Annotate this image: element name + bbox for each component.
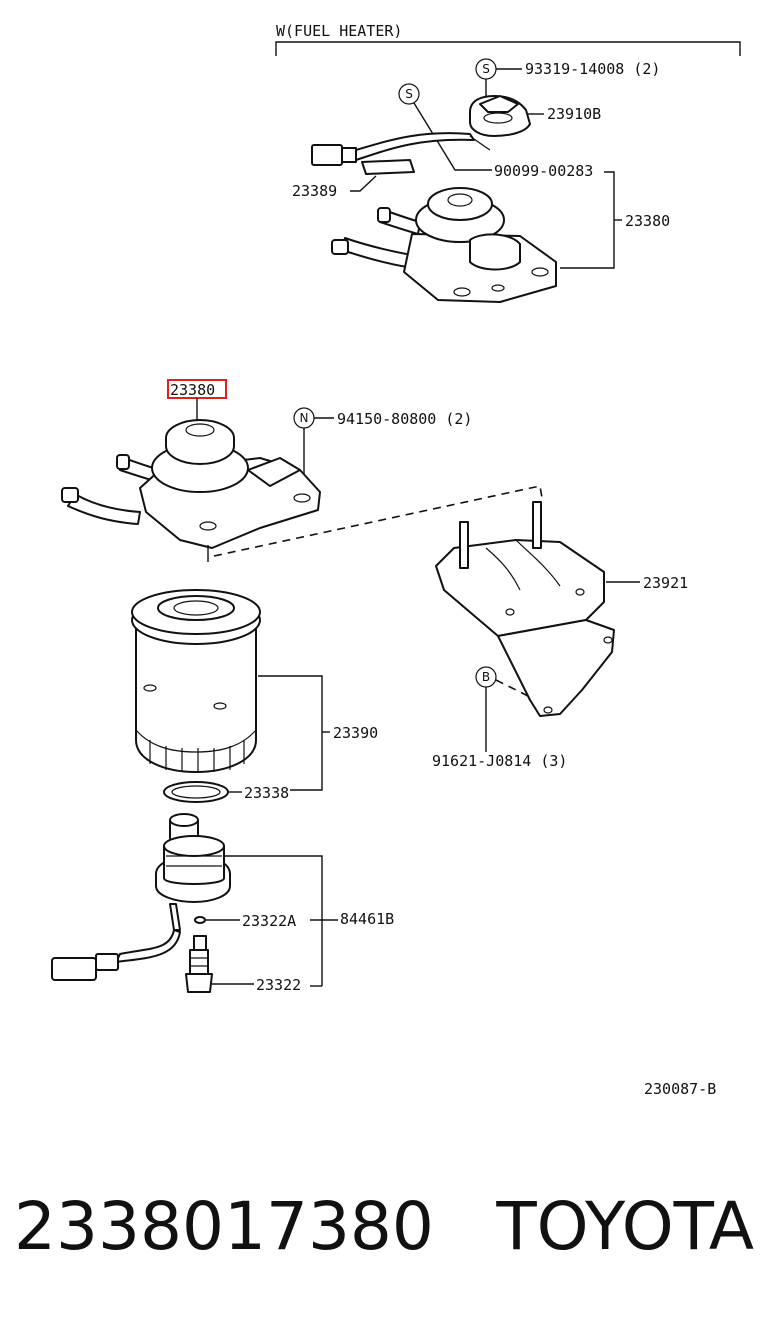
nut-symbol-n: N — [293, 407, 315, 429]
screw-symbol-s: S — [475, 58, 497, 80]
mounting-bracket — [435, 501, 615, 717]
callout-gasket-23338: 23338 — [244, 784, 289, 802]
callout-bolt-91621: 91621-J0814 (3) — [432, 752, 567, 770]
callout-screw-93319: 93319-14008 (2) — [525, 60, 660, 78]
callout-sensor-set-84461B: 84461B — [340, 910, 394, 928]
svg-text:B: B — [482, 670, 490, 684]
gasket-ring — [163, 781, 229, 803]
callout-bracket-23921: 23921 — [643, 574, 688, 592]
part-number: 2338017380 — [14, 1188, 434, 1265]
callout-oring-23322A: 23322A — [242, 912, 296, 930]
o-ring — [194, 916, 206, 924]
variant-label: W(FUEL HEATER) — [276, 22, 402, 40]
fuel-filter-element — [131, 589, 261, 773]
svg-text:S: S — [482, 62, 490, 76]
fuel-heater-part — [469, 95, 531, 137]
callout-switch-23322: 23322 — [256, 976, 301, 994]
brand-name: TOYOTA — [496, 1188, 754, 1265]
filter-head-with-heater — [331, 187, 557, 303]
diagram-code: 230087-B — [644, 1080, 716, 1098]
water-level-switch — [185, 935, 213, 993]
footer: 2338017380 TOYOTA — [14, 1188, 754, 1278]
filter-head-assembly — [61, 419, 321, 549]
svg-text:S: S — [405, 87, 413, 101]
wire-clip — [361, 159, 415, 175]
svg-text:N: N — [300, 411, 309, 425]
wire-harness — [311, 132, 491, 166]
bolt-symbol-b: B — [475, 666, 497, 688]
water-sensor-set — [51, 813, 231, 981]
callout-assy-23380-lower: 23380 — [170, 381, 215, 399]
callout-nut-94150: 94150-80800 (2) — [337, 410, 472, 428]
callout-filter-23390: 23390 — [333, 724, 378, 742]
callout-clip-23389: 23389 — [292, 182, 337, 200]
callout-assy-23380-upper: 23380 — [625, 212, 670, 230]
variant-bracket — [275, 41, 741, 56]
callout-screw-90099: 90099-00283 — [494, 162, 593, 180]
callout-heater-23910B: 23910B — [547, 105, 601, 123]
screw-symbol-s2: S — [398, 83, 420, 105]
